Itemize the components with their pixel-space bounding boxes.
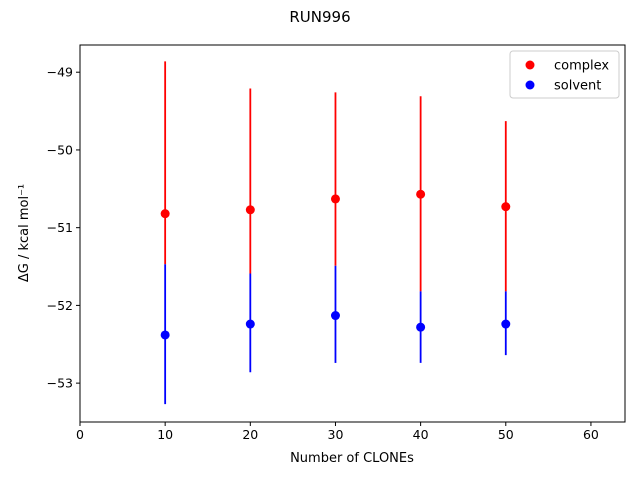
complex-point xyxy=(245,205,255,215)
x-tick-label: 50 xyxy=(498,427,514,442)
legend-frame xyxy=(509,50,620,99)
x-tick-label: 30 xyxy=(328,427,344,442)
legend-marker-complex xyxy=(525,60,535,70)
complex-point xyxy=(416,189,426,199)
plot-frame xyxy=(79,44,626,423)
y-tick-label: −52 xyxy=(47,298,73,313)
x-tick-label: 0 xyxy=(76,427,84,442)
solvent-point xyxy=(416,322,426,332)
legend-label-solvent: solvent xyxy=(554,79,601,94)
legend-marker-solvent xyxy=(525,80,535,90)
y-axis-label: ΔG / kcal mol⁻¹ xyxy=(17,184,32,282)
solvent-point xyxy=(501,319,511,329)
y-tick-label: −49 xyxy=(47,65,73,80)
plot-area xyxy=(160,61,511,405)
x-tick-label: 20 xyxy=(242,427,258,442)
legend-label-complex: complex xyxy=(554,59,609,74)
x-axis-label: Number of CLONEs xyxy=(290,451,414,466)
y-tick-label: −50 xyxy=(47,142,73,157)
chart-title: RUN996 xyxy=(289,8,350,26)
complex-point xyxy=(501,202,511,212)
solvent-point xyxy=(160,330,170,340)
y-tick-label: −53 xyxy=(47,376,73,391)
x-axis: 0 10 20 30 40 50 60 xyxy=(76,422,599,442)
complex-point xyxy=(160,209,170,219)
y-axis: −53 −52 −51 −50 −49 xyxy=(47,65,80,391)
x-tick-label: 10 xyxy=(157,427,173,442)
complex-point xyxy=(330,194,340,204)
x-tick-label: 60 xyxy=(583,427,599,442)
y-tick-label: −51 xyxy=(47,220,73,235)
solvent-point xyxy=(245,319,255,329)
x-tick-label: 40 xyxy=(413,427,429,442)
legend: complex solvent xyxy=(509,50,620,99)
solvent-point xyxy=(330,311,340,321)
